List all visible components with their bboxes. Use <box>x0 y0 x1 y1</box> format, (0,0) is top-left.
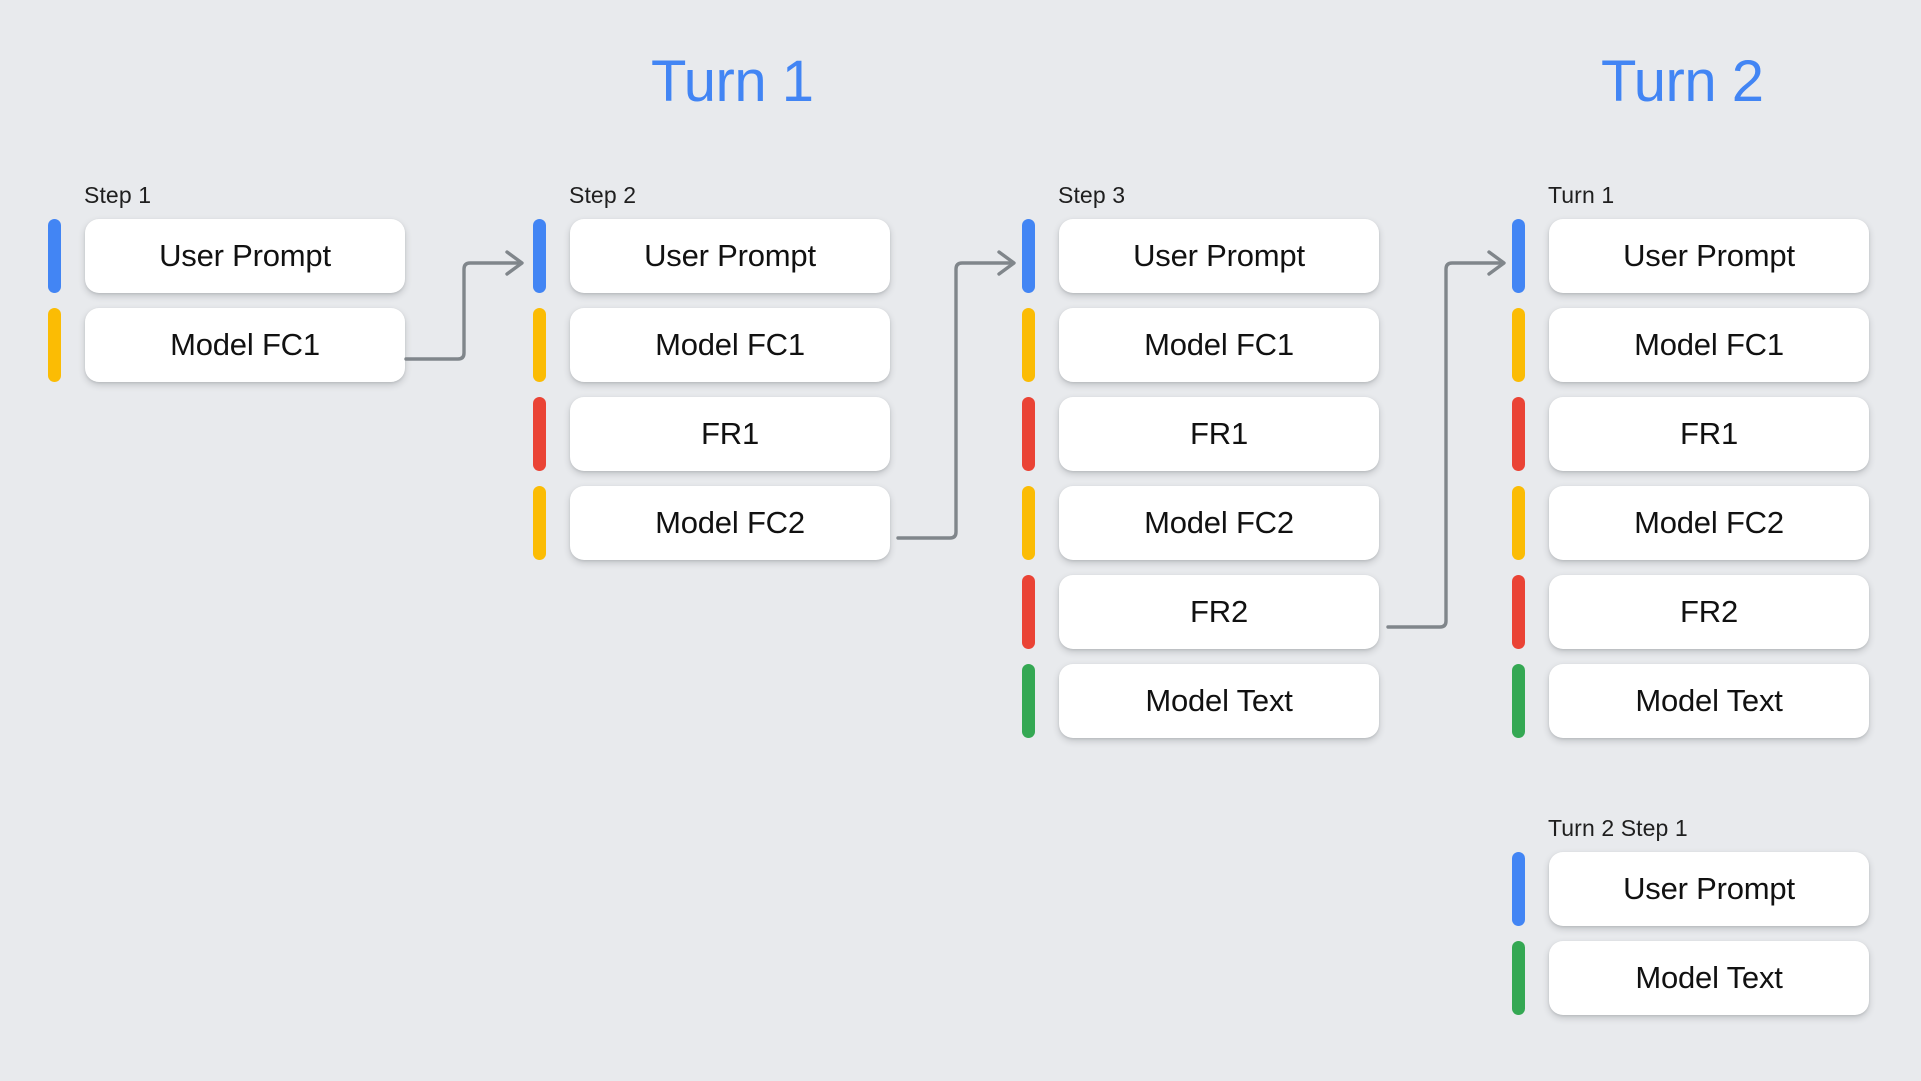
color-bar-red-icon <box>1022 397 1035 471</box>
column-label-turn-2-step-1: Turn 2 Step 1 <box>1548 815 1688 841</box>
row-fr1[interactable]: FR1 <box>1512 397 1869 471</box>
color-bar-blue-icon <box>48 219 61 293</box>
row-model-fc2[interactable]: Model FC2 <box>1022 486 1379 560</box>
color-bar-yellow-icon <box>1022 308 1035 382</box>
row-list-turn-1-final: User Prompt Model FC1 FR1 Model FC2 FR2 … <box>1512 219 1869 738</box>
card-label[interactable]: FR2 <box>1549 575 1869 649</box>
column-turn-2-step-1: Turn 2 Step 1 User Prompt Model Text <box>1512 815 1869 1015</box>
row-list-step-3: User Prompt Model FC1 FR1 Model FC2 FR2 … <box>1022 219 1379 738</box>
color-bar-red-icon <box>1512 397 1525 471</box>
color-bar-green-icon <box>1512 941 1525 1015</box>
color-bar-green-icon <box>1512 664 1525 738</box>
card-label[interactable]: FR2 <box>1059 575 1379 649</box>
color-bar-blue-icon <box>1512 219 1525 293</box>
card-label[interactable]: User Prompt <box>1549 219 1869 293</box>
card-label[interactable]: Model FC1 <box>1059 308 1379 382</box>
color-bar-green-icon <box>1022 664 1035 738</box>
card-label[interactable]: FR1 <box>1549 397 1869 471</box>
color-bar-red-icon <box>1512 575 1525 649</box>
card-label[interactable]: Model Text <box>1549 941 1869 1015</box>
elbow-arrow-right-icon <box>896 250 1016 540</box>
card-label[interactable]: FR1 <box>1059 397 1379 471</box>
card-label[interactable]: Model FC1 <box>1549 308 1869 382</box>
row-model-fc2[interactable]: Model FC2 <box>1512 486 1869 560</box>
color-bar-blue-icon <box>1512 852 1525 926</box>
card-label[interactable]: Model FC1 <box>570 308 890 382</box>
row-model-text[interactable]: Model Text <box>1512 664 1869 738</box>
color-bar-yellow-icon <box>48 308 61 382</box>
card-label[interactable]: Model FC2 <box>1549 486 1869 560</box>
card-label[interactable]: User Prompt <box>1059 219 1379 293</box>
card-label[interactable]: Model Text <box>1059 664 1379 738</box>
row-user-prompt[interactable]: User Prompt <box>533 219 890 293</box>
color-bar-yellow-icon <box>1512 308 1525 382</box>
row-fr1[interactable]: FR1 <box>1022 397 1379 471</box>
elbow-arrow-right-icon <box>1386 250 1506 629</box>
column-turn-1-final: Turn 1 User Prompt Model FC1 FR1 Model F… <box>1512 182 1869 738</box>
row-model-fc1[interactable]: Model FC1 <box>1022 308 1379 382</box>
row-list-step-1: User Prompt Model FC1 <box>48 219 405 382</box>
column-label-step-3: Step 3 <box>1058 182 1126 208</box>
row-model-fc1[interactable]: Model FC1 <box>533 308 890 382</box>
card-label[interactable]: Model FC2 <box>570 486 890 560</box>
row-user-prompt[interactable]: User Prompt <box>1512 852 1869 926</box>
card-label[interactable]: Model Text <box>1549 664 1869 738</box>
column-step-2: Step 2 User Prompt Model FC1 FR1 Model F… <box>533 182 890 560</box>
color-bar-red-icon <box>1022 575 1035 649</box>
turn-1-heading: Turn 1 <box>651 49 814 114</box>
color-bar-yellow-icon <box>533 486 546 560</box>
card-label[interactable]: Model FC2 <box>1059 486 1379 560</box>
column-label-turn-1-final: Turn 1 <box>1548 182 1615 208</box>
card-label[interactable]: User Prompt <box>1549 852 1869 926</box>
turn-2-heading: Turn 2 <box>1601 49 1764 114</box>
card-label[interactable]: User Prompt <box>570 219 890 293</box>
column-step-3: Step 3 User Prompt Model FC1 FR1 Model F… <box>1022 182 1379 738</box>
column-label-step-2: Step 2 <box>569 182 637 208</box>
connector-step-3-to-turn-1-final <box>1382 250 1522 675</box>
row-list-step-2: User Prompt Model FC1 FR1 Model FC2 <box>533 219 890 560</box>
row-model-text[interactable]: Model Text <box>1022 664 1379 738</box>
connector-step-1-to-step-2 <box>400 250 540 395</box>
column-label-step-1: Step 1 <box>84 182 152 208</box>
row-user-prompt[interactable]: User Prompt <box>1512 219 1869 293</box>
card-label[interactable]: User Prompt <box>85 219 405 293</box>
color-bar-red-icon <box>533 397 546 471</box>
color-bar-blue-icon <box>1022 219 1035 293</box>
column-step-1: Step 1 User Prompt Model FC1 <box>48 182 405 382</box>
elbow-arrow-right-icon <box>404 250 524 361</box>
row-model-fc1[interactable]: Model FC1 <box>1512 308 1869 382</box>
row-fr2[interactable]: FR2 <box>1512 575 1869 649</box>
row-model-text[interactable]: Model Text <box>1512 941 1869 1015</box>
row-model-fc1[interactable]: Model FC1 <box>48 308 405 382</box>
row-list-turn-2-step-1: User Prompt Model Text <box>1512 852 1869 1015</box>
row-fr2[interactable]: FR2 <box>1022 575 1379 649</box>
card-label[interactable]: FR1 <box>570 397 890 471</box>
color-bar-yellow-icon <box>1512 486 1525 560</box>
color-bar-yellow-icon <box>533 308 546 382</box>
row-model-fc2[interactable]: Model FC2 <box>533 486 890 560</box>
card-label[interactable]: Model FC1 <box>85 308 405 382</box>
color-bar-yellow-icon <box>1022 486 1035 560</box>
row-fr1[interactable]: FR1 <box>533 397 890 471</box>
row-user-prompt[interactable]: User Prompt <box>1022 219 1379 293</box>
row-user-prompt[interactable]: User Prompt <box>48 219 405 293</box>
color-bar-blue-icon <box>533 219 546 293</box>
connector-step-2-to-step-3 <box>892 250 1032 575</box>
